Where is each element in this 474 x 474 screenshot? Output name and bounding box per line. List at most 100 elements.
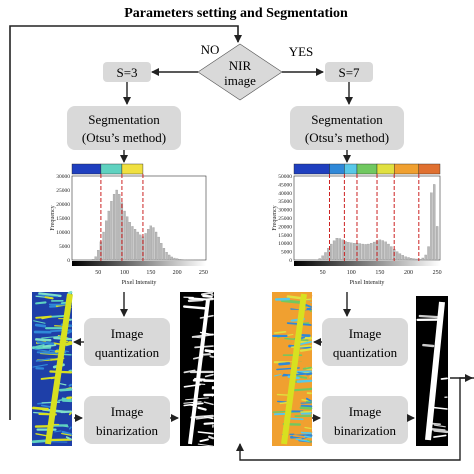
texture-streak <box>35 338 52 342</box>
left-hist-bar <box>105 220 108 261</box>
right-hist-y-tick-label: 50000 <box>278 174 292 180</box>
texture-streak <box>67 290 73 295</box>
right-hist-x-tick-label: 150 <box>375 270 384 276</box>
right-hist-bar <box>421 257 425 261</box>
left-hist-level-band <box>121 163 144 175</box>
left-hist-bar <box>94 256 97 261</box>
right-hist-level-band <box>344 163 358 175</box>
left-hist-y-axis-label: Frequency <box>50 205 56 230</box>
texture-streak <box>44 296 54 300</box>
right-hist-y-tick-label: 15000 <box>278 233 292 239</box>
left-hist-bar <box>128 222 131 261</box>
s7-label: S=7 <box>338 65 360 80</box>
left-binary-image <box>180 291 215 447</box>
texture-streak <box>35 301 47 305</box>
left-hist-y-tick-label: 30000 <box>56 174 70 180</box>
left-hist-bar <box>99 241 103 261</box>
right-hist-plot-frame <box>293 175 441 261</box>
texture-streak <box>302 366 312 370</box>
s3-box <box>103 62 151 82</box>
left-hist-bar <box>168 254 171 261</box>
right-hist-intensity-strip <box>294 261 440 266</box>
right-hist-level-band <box>293 163 330 175</box>
right-hist-level-band <box>393 163 420 175</box>
right-hist-bar <box>324 252 327 261</box>
right-hist-bar <box>338 238 342 261</box>
texture-streak <box>304 336 313 340</box>
texture-streak <box>197 443 214 447</box>
texture-streak <box>65 436 72 441</box>
left-histogram: 050001000015000200002500030000Frequency5… <box>50 163 208 286</box>
nir-line1: NIR <box>229 58 252 73</box>
left-hist-x-tick-label: 150 <box>146 270 155 276</box>
left-hist-y-tick-label: 20000 <box>56 202 70 208</box>
right-quantization-box <box>322 318 408 366</box>
right-hist-bar <box>390 246 393 261</box>
texture-streak <box>35 433 48 437</box>
nir-line2: image <box>224 73 256 88</box>
texture-streak <box>304 435 312 439</box>
right-hist-bar <box>430 192 433 261</box>
right-quant-line2: quantization <box>333 345 398 360</box>
right-hist-bar <box>335 238 339 261</box>
right-hist-y-tick-label: 20000 <box>278 224 292 230</box>
texture-streak <box>431 422 441 426</box>
left-bin-line1: Image <box>111 404 144 419</box>
right-hist-bar <box>398 253 402 261</box>
texture-streak <box>209 292 214 296</box>
texture-streak <box>431 406 448 410</box>
right-hist-bar <box>344 241 347 261</box>
texture-streak <box>293 387 313 392</box>
texture-streak <box>286 295 303 300</box>
right-hist-y-tick-label: 45000 <box>278 182 292 188</box>
right-hist-x-tick-label: 100 <box>347 270 356 276</box>
left-quant-line1: Image <box>111 326 144 341</box>
left-hist-bar <box>107 210 110 261</box>
right-hist-bar <box>347 242 350 261</box>
right-hist-bar <box>387 243 390 261</box>
left-hist-bar <box>157 236 160 261</box>
left-hist-bar <box>147 229 150 261</box>
texture-streak <box>296 379 313 383</box>
texture-streak <box>292 434 306 438</box>
texture-streak <box>433 429 449 434</box>
texture-streak <box>308 326 312 331</box>
right-hist-bar <box>433 184 436 261</box>
right-hist-bar <box>332 240 336 261</box>
right-hist-bar <box>404 256 407 261</box>
texture-streak <box>32 363 48 368</box>
left-hist-bar <box>152 227 155 261</box>
right-binarization-box <box>322 396 408 444</box>
left-hist-bar <box>181 259 184 261</box>
left-hist-x-tick-label: 100 <box>120 270 129 276</box>
texture-streak <box>304 429 313 434</box>
right-quantized-image <box>272 292 313 446</box>
texture-streak <box>61 432 72 436</box>
texture-streak <box>300 404 313 408</box>
texture-streak <box>203 401 214 406</box>
left-hist-bar <box>123 210 126 261</box>
left-seg-line1: Segmentation <box>88 112 160 127</box>
texture-streak <box>440 377 448 380</box>
right-hist-y-tick-label: 30000 <box>278 208 292 214</box>
right-hist-level-band <box>418 163 441 175</box>
left-hist-y-tick-label: 10000 <box>56 230 70 236</box>
texture-streak <box>304 426 312 430</box>
left-hist-plot-frame <box>71 175 207 261</box>
left-hist-x-tick-label: 200 <box>173 270 182 276</box>
texture-streak <box>197 406 207 411</box>
s7-box <box>325 62 373 82</box>
left-quantized-image <box>31 290 73 446</box>
right-hist-y-tick-label: 10000 <box>278 241 292 247</box>
left-quantization-box <box>84 318 170 366</box>
texture-streak <box>69 426 72 430</box>
right-hist-bar <box>407 257 410 261</box>
texture-streak <box>31 406 49 411</box>
texture-streak <box>290 298 303 302</box>
right-hist-bar <box>350 242 353 261</box>
texture-streak <box>61 430 73 436</box>
texture-streak <box>188 297 210 301</box>
texture-streak <box>433 424 446 428</box>
right-hist-y-tick-label: 0 <box>289 258 292 264</box>
left-segmentation-box <box>67 106 181 150</box>
